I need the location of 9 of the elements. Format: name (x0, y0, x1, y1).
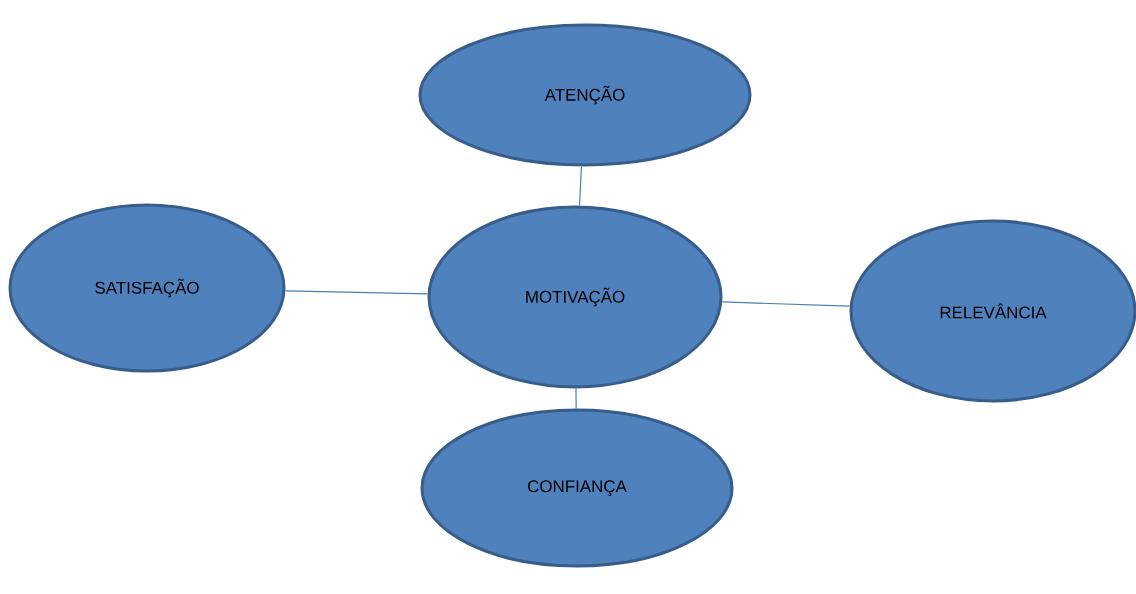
connector-line (721, 301, 851, 307)
connector-line (575, 387, 577, 410)
ellipse-node: SATISFAÇÃO (8, 203, 286, 373)
ellipse-node: ATENÇÃO (418, 23, 752, 167)
connector-line (284, 290, 429, 295)
connector-line (578, 165, 583, 207)
ellipse-node: RELEVÂNCIA (849, 219, 1136, 403)
ellipse-node: MOTIVAÇÃO (427, 205, 723, 389)
ellipse-node: CONFIANÇA (420, 408, 734, 568)
